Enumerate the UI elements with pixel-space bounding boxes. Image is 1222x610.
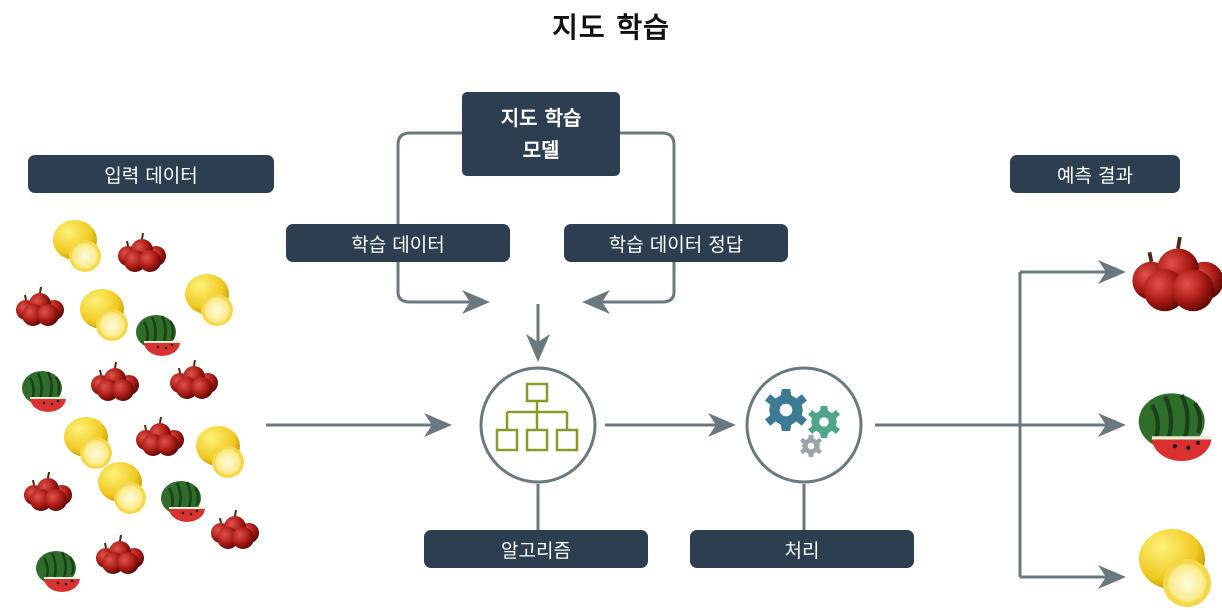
gears-icon	[765, 389, 840, 457]
lemon-icon	[53, 220, 101, 272]
watermelon-icon	[20, 369, 68, 414]
connector-lines	[266, 131, 1110, 579]
input-fruits	[15, 220, 260, 594]
diagram-title: 지도 학습	[552, 11, 670, 44]
algorithm-label: 알고리즘	[424, 530, 648, 568]
apple-icon	[135, 416, 185, 457]
hierarchy-chart-icon	[495, 382, 579, 452]
lemon-icon	[185, 274, 233, 326]
watermelon-icon	[1139, 393, 1212, 461]
watermelon-icon	[34, 549, 82, 594]
arrow-heads	[424, 260, 1126, 589]
algorithm-node	[479, 366, 597, 484]
lemon-icon	[196, 426, 244, 478]
prediction-result-label: 예측 결과	[1010, 155, 1180, 193]
lemon-icon	[98, 462, 146, 514]
input-data-label: 입력 데이터	[28, 155, 274, 193]
lemon-icon	[80, 289, 128, 341]
apple-icon	[90, 361, 140, 402]
model-label-line1: 지도 학습	[500, 106, 582, 130]
apple-icon	[169, 359, 219, 400]
output-fruits	[1130, 235, 1222, 607]
apple-icon	[95, 534, 145, 575]
apple-icon	[210, 509, 260, 550]
watermelon-icon	[159, 479, 207, 524]
apple-icon	[1130, 235, 1222, 314]
lemon-icon	[1139, 529, 1211, 607]
processing-node	[745, 366, 863, 484]
watermelon-icon	[134, 313, 182, 358]
lemon-icon	[64, 417, 112, 469]
training-answers-label: 학습 데이터 정답	[564, 224, 788, 262]
training-data-label: 학습 데이터	[286, 224, 510, 262]
processing-label: 처리	[690, 530, 914, 568]
supervised-model-label: 지도 학습 모델	[462, 92, 620, 176]
model-label-line2: 모델	[522, 138, 560, 162]
apple-icon	[117, 232, 167, 273]
apple-icon	[23, 471, 73, 512]
apple-icon	[15, 286, 65, 327]
